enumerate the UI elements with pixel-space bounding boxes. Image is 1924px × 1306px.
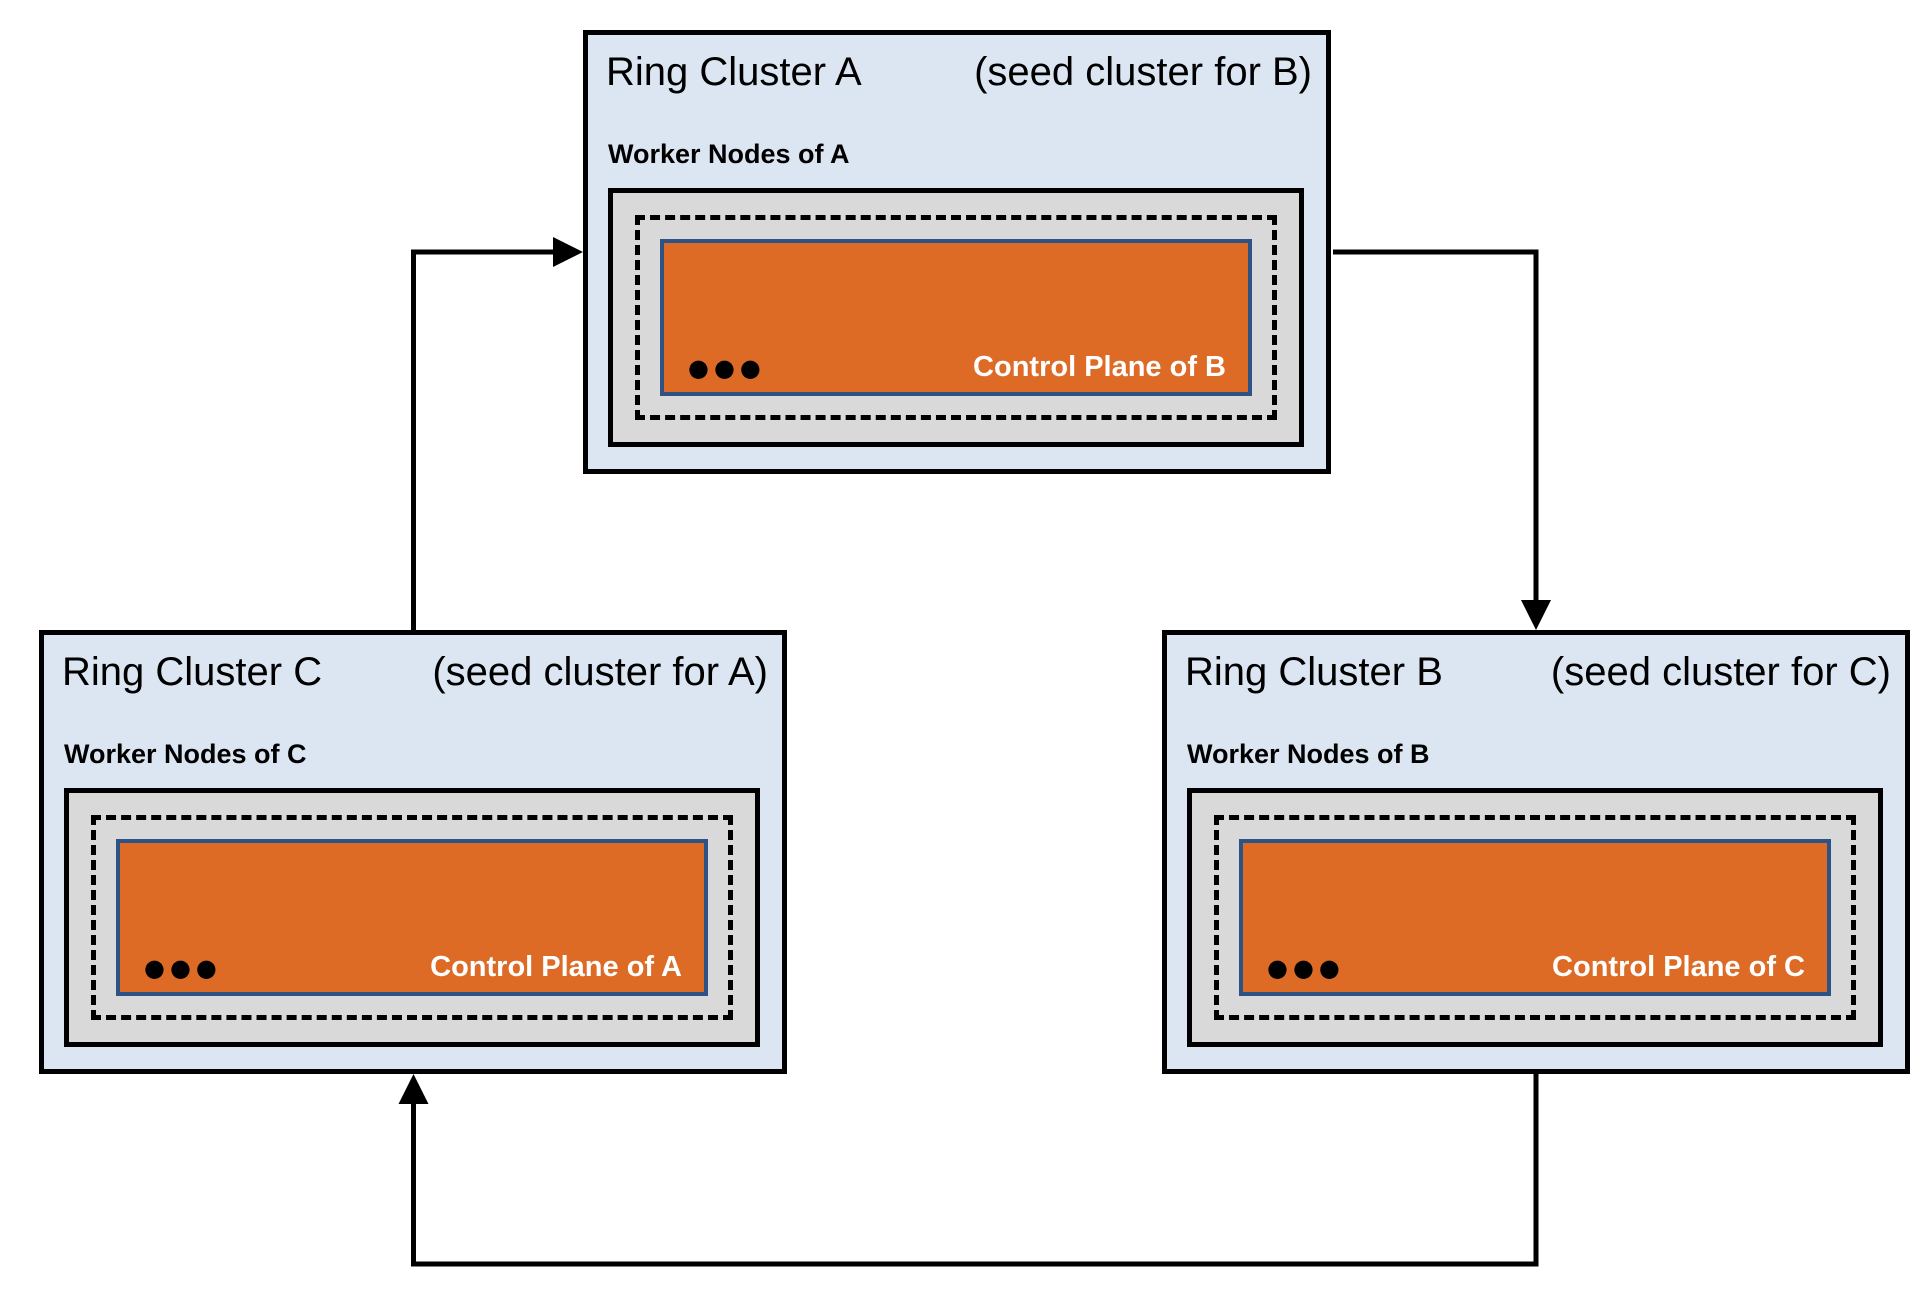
cluster-b-title-row: Ring Cluster B (seed cluster for C) [1185, 649, 1891, 695]
ellipsis-dots: ●●● [688, 354, 766, 383]
cluster-a-title: Ring Cluster A [606, 50, 862, 94]
arrow-b-to-c [398, 1074, 1539, 1267]
cluster-b-control-plane-label: Control Plane of C [1552, 951, 1805, 984]
cluster-b-control-plane-box: ●●● Control Plane of C [1239, 839, 1831, 996]
cluster-c-title: Ring Cluster C [62, 650, 323, 694]
arrowhead-up-icon [398, 1074, 429, 1104]
cluster-b: Ring Cluster B (seed cluster for C) Work… [1162, 630, 1910, 1074]
ellipsis-dots: ●●● [1267, 954, 1345, 983]
cluster-b-worker-nodes-box: ●●● Control Plane of C [1187, 788, 1883, 1047]
cluster-a-subtitle: (seed cluster for B) [974, 50, 1312, 94]
cluster-a: Ring Cluster A (seed cluster for B) Work… [583, 30, 1331, 474]
cluster-c-control-plane-box: ●●● Control Plane of A [116, 839, 708, 996]
arrow-a-to-b [1333, 249, 1551, 630]
cluster-c-title-row: Ring Cluster C (seed cluster for A) [62, 649, 768, 695]
cluster-b-title: Ring Cluster B [1185, 650, 1443, 694]
cluster-a-control-plane-label: Control Plane of B [973, 351, 1226, 384]
arrow-c-to-a [411, 237, 583, 630]
cluster-c-worker-nodes-label: Worker Nodes of C [64, 739, 307, 769]
cluster-b-dashed-boundary: ●●● Control Plane of C [1214, 815, 1856, 1020]
cluster-c-subtitle: (seed cluster for A) [432, 650, 768, 694]
cluster-a-control-plane-box: ●●● Control Plane of B [660, 239, 1252, 396]
ellipsis-dots: ●●● [144, 954, 222, 983]
cluster-a-title-row: Ring Cluster A (seed cluster for B) [606, 49, 1312, 95]
cluster-a-worker-nodes-label: Worker Nodes of A [608, 139, 850, 169]
cluster-a-worker-nodes-box: ●●● Control Plane of B [608, 188, 1304, 447]
cluster-b-subtitle: (seed cluster for C) [1550, 650, 1891, 694]
cluster-c: Ring Cluster C (seed cluster for A) Work… [39, 630, 787, 1074]
arrowhead-right-icon [553, 237, 583, 267]
cluster-c-dashed-boundary: ●●● Control Plane of A [91, 815, 733, 1020]
cluster-c-control-plane-label: Control Plane of A [430, 951, 682, 984]
cluster-b-worker-nodes-label: Worker Nodes of B [1187, 739, 1430, 769]
arrowhead-down-icon [1521, 600, 1551, 630]
cluster-a-dashed-boundary: ●●● Control Plane of B [635, 215, 1277, 420]
cluster-c-worker-nodes-box: ●●● Control Plane of A [64, 788, 760, 1047]
